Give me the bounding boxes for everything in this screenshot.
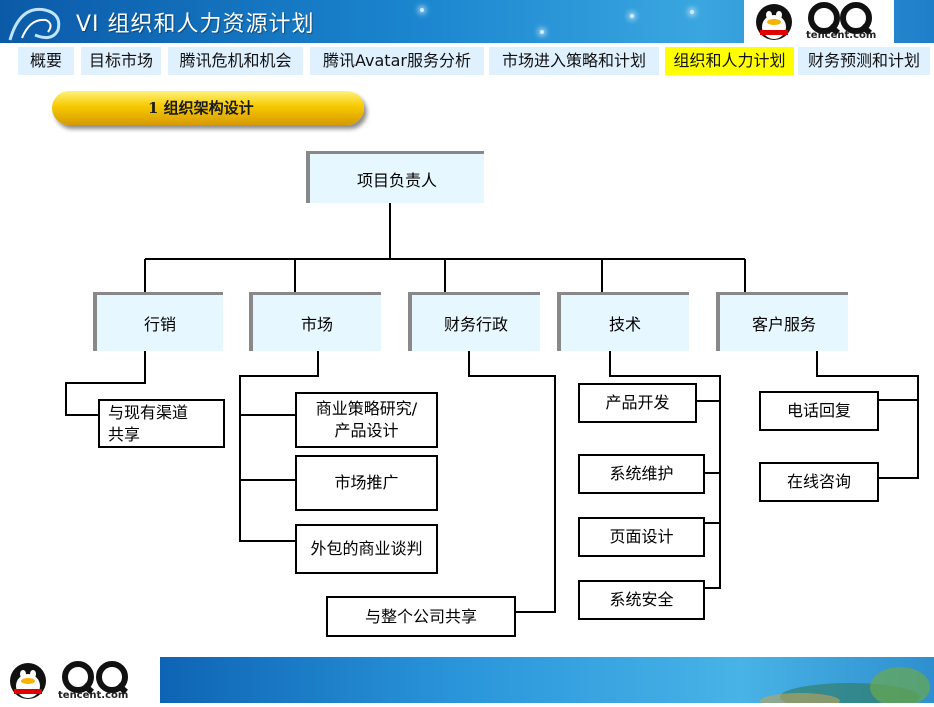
dept-node-market: 市场 [249, 292, 381, 351]
footer-banner [160, 657, 934, 703]
leaf-node-online-consult: 在线咨询 [759, 462, 879, 502]
leaf-node-outsourced-negotiation: 外包的商业谈判 [295, 524, 438, 574]
leaf-node-system-security: 系统安全 [578, 580, 705, 620]
coral-decoration-icon [160, 657, 934, 703]
leaf-node-company-share: 与整个公司共享 [326, 596, 516, 637]
leaf-node-product-dev: 产品开发 [578, 383, 697, 423]
leaf-node-system-maintenance: 系统维护 [578, 454, 705, 494]
leaf-node-market-promotion: 市场推广 [295, 455, 438, 511]
leaf-node-strategy-research: 商业策略研究/ 产品设计 [295, 392, 438, 448]
org-root-node: 项目负责人 [306, 151, 484, 203]
dept-node-tech: 技术 [557, 292, 689, 351]
leaf-node-page-design: 页面设计 [578, 517, 705, 557]
dept-node-sales: 行销 [93, 292, 223, 351]
dept-node-customer-service: 客户服务 [716, 292, 848, 351]
leaf-node-phone-reply: 电话回复 [759, 391, 879, 431]
footer-tencent-logo: tencent.com [0, 657, 160, 703]
leaf-node-channel-share: 与现有渠道 共享 [98, 399, 225, 448]
dept-node-finance-admin: 财务行政 [408, 292, 540, 351]
footer-logo-text: tencent.com [58, 690, 128, 701]
